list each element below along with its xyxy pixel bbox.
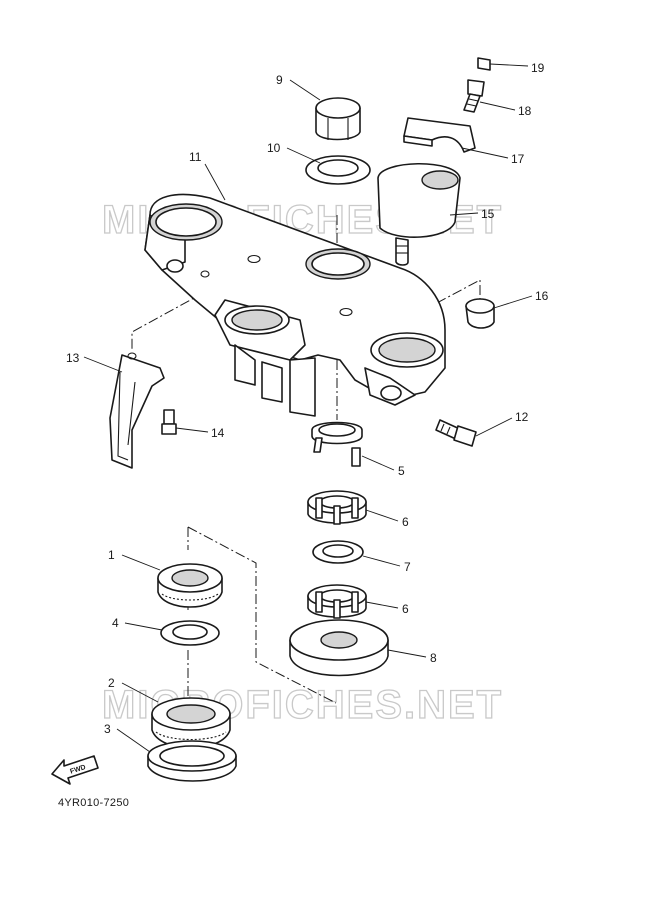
forward-label: FWD <box>69 764 86 776</box>
callout-16: 16 <box>535 289 549 303</box>
handlebar-holder-upper-part-17[interactable] <box>403 117 476 153</box>
leader-lines <box>83 63 533 753</box>
ring-nut-upper-part-6[interactable] <box>307 490 367 525</box>
callout-6a: 6 <box>402 515 409 529</box>
callout-18: 18 <box>518 104 532 118</box>
washer-part-7[interactable] <box>312 540 364 564</box>
callout-5: 5 <box>398 464 405 478</box>
ring-nut-lower-part-6[interactable] <box>307 584 367 619</box>
crown-nut-part-9[interactable] <box>315 97 361 141</box>
callout-6b: 6 <box>402 602 409 616</box>
forward-arrow-icon: FWD <box>51 755 99 785</box>
cover-part-8[interactable] <box>289 619 389 677</box>
washer-part-4[interactable] <box>160 620 220 646</box>
lock-washer-part-5[interactable] <box>311 421 363 467</box>
bolt-part-18[interactable] <box>463 79 485 113</box>
bearing-part-2[interactable] <box>151 697 231 749</box>
cap-part-19[interactable] <box>477 57 491 71</box>
washer-part-10[interactable] <box>305 155 371 185</box>
callout-4: 4 <box>112 616 119 630</box>
small-bolt-part-14[interactable] <box>161 409 177 435</box>
callout-14: 14 <box>211 426 225 440</box>
handlebar-holder-lower-part-15[interactable] <box>377 163 461 266</box>
callout-10: 10 <box>267 141 281 155</box>
cap-nut-part-16[interactable] <box>465 298 495 329</box>
callout-labels: 9 10 11 19 18 17 15 16 12 13 14 5 6 7 6 … <box>66 61 549 736</box>
callout-15: 15 <box>481 207 495 221</box>
callout-17: 17 <box>511 152 525 166</box>
callout-12: 12 <box>515 410 529 424</box>
diagram-code: 4YR010-7250 <box>58 797 130 809</box>
under-bracket-part-11[interactable] <box>144 193 446 417</box>
callout-8: 8 <box>430 651 437 665</box>
callout-1: 1 <box>108 548 115 562</box>
callout-19: 19 <box>531 61 545 75</box>
bracket-part-13[interactable] <box>109 352 165 469</box>
callout-13: 13 <box>66 351 80 365</box>
seal-part-3[interactable] <box>147 740 237 782</box>
callout-7: 7 <box>404 560 411 574</box>
pinch-bolt-part-12[interactable] <box>435 419 477 447</box>
callout-9: 9 <box>276 73 283 87</box>
callout-2: 2 <box>108 676 115 690</box>
callout-3: 3 <box>104 722 111 736</box>
callout-11: 11 <box>189 150 202 164</box>
bearing-part-1[interactable] <box>157 563 223 608</box>
